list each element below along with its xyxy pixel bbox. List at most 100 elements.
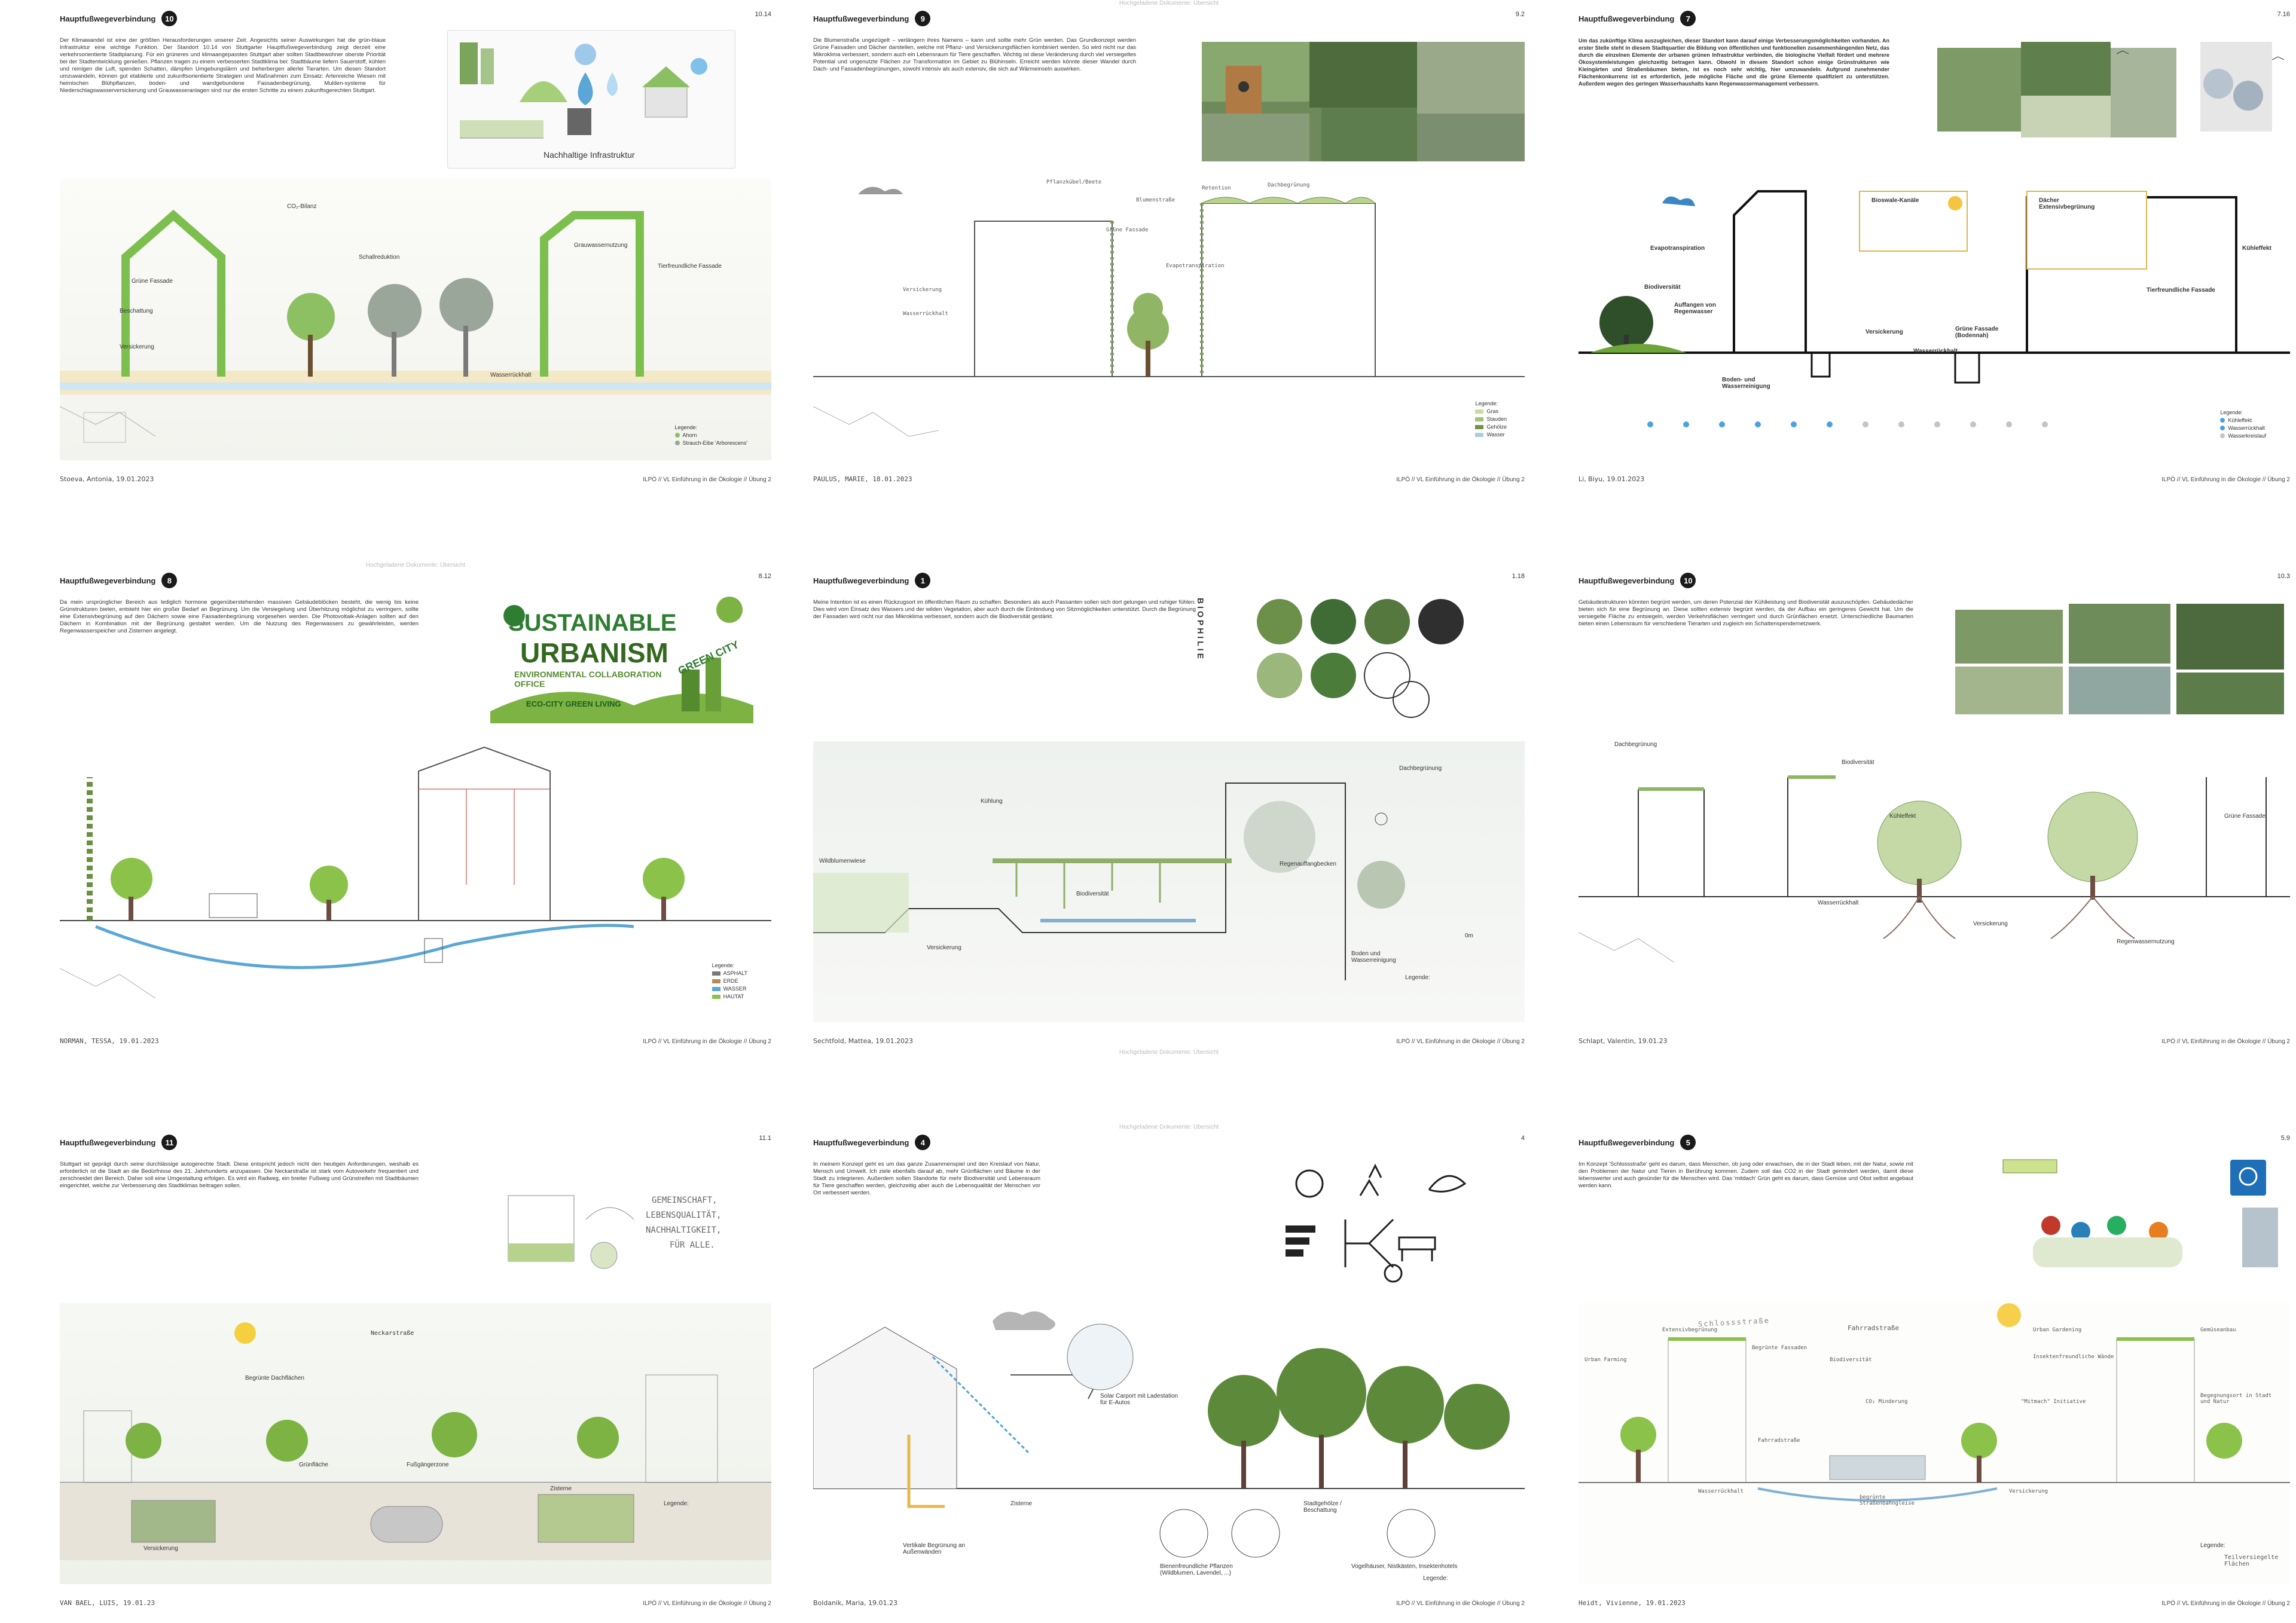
course-label: ILPÖ // VL Einführung in die Ökologie //… — [2161, 1038, 2290, 1045]
sign-bike-street: Fahrradstraße — [1848, 1324, 1900, 1332]
photo-collage — [1937, 30, 2290, 167]
panel-11-1: Hauptfußwegeverbindung 11 11.1 Stuttgart… — [60, 1124, 771, 1620]
location-badge: 7 — [1680, 11, 1696, 26]
label-green-facades: Begrünte Fassaden — [1752, 1345, 1808, 1351]
label-noise: Schallreduktion — [359, 254, 400, 261]
panel-title: Hauptfußwegeverbindung 8 — [60, 573, 178, 588]
location-badge: 1 — [915, 573, 931, 588]
panel-title: Hauptfußwegeverbindung 10 — [1578, 573, 1696, 588]
label-mitmach: "Mitmach" Initiative — [2021, 1399, 2086, 1405]
description-text: Stuttgart ist geprägt durch seine durchl… — [60, 1161, 419, 1189]
label-extensive-roof: Extensivbegrünung — [1662, 1327, 1718, 1333]
location-badge: 4 — [915, 1135, 931, 1150]
location-badge: 11 — [161, 1135, 178, 1150]
label-green-roof: Dachbegrünung — [1268, 182, 1310, 188]
label-vegetables: Gemüseanbau — [2200, 1327, 2236, 1333]
panel-title: Hauptfußwegeverbindung 10 — [60, 11, 178, 26]
street-section: Evapotranspiration Biodiversität Auffang… — [1578, 179, 2290, 460]
legend: Legende: ASPHALT ERDE WASSER HAUTAT — [712, 962, 747, 1000]
section-drawing — [60, 746, 771, 999]
label-retention: Wasserrückhalt — [1913, 348, 1958, 354]
page-number: 10.14 — [755, 11, 771, 18]
people-collage — [1979, 1154, 2290, 1291]
description-text: In meinem Konzept geht es um das ganze Z… — [813, 1161, 1040, 1196]
label-green-roof: Dachbegrünung — [1399, 765, 1442, 772]
street-section: Schlossstraße Fahrradstraße Extensivbegr… — [1578, 1303, 2290, 1584]
street-section: CO₂-Bilanz Grüne Fassade Schallreduktion… — [60, 179, 771, 460]
label-green-facade: Grüne Fassade — [2224, 813, 2266, 820]
label-bike-street: Fahrradstraße — [1758, 1438, 1800, 1444]
label-cooling: Kühlung — [981, 798, 1003, 805]
biophilia-images — [1257, 599, 1464, 718]
label-biodiversity: Biodiversität — [1076, 891, 1109, 897]
author: Boldanik, Maria, 19.01.23 — [813, 1599, 897, 1607]
photo-collage-images — [1937, 42, 2285, 137]
label-infiltration: Versickerung — [927, 945, 961, 951]
author: Sechtfold, Mattea, 19.01.2023 — [813, 1037, 914, 1045]
label-partial-sealed: Teilversiegelte Flächen — [2224, 1554, 2279, 1567]
section-drawing — [813, 1311, 1525, 1558]
section-drawing — [60, 1322, 771, 1560]
author: VAN BAEL, LUIS, 19.01.23 — [60, 1599, 155, 1607]
legend-title: Legende: — [2200, 1542, 2225, 1549]
section-drawing — [813, 783, 1405, 980]
course-label: ILPÖ // VL Einführung in die Ökologie //… — [643, 476, 771, 483]
page-number: 9.2 — [1515, 11, 1525, 18]
page-number: 5.9 — [2280, 1135, 2290, 1142]
description-text: Da mein ursprünglicher Bereich aus ledig… — [60, 599, 419, 634]
label-water-retention: Wasserrückhalt — [903, 311, 948, 317]
description-text: Um das zukünftige Klima auszugleichen, d… — [1578, 38, 1889, 87]
panel-title: Hauptfußwegeverbindung 11 — [60, 1135, 178, 1150]
panel-4: Hauptfußwegeverbindung 4 4 In meinem Kon… — [813, 1124, 1525, 1620]
photo-collage-images — [1955, 604, 2284, 714]
label-retention: Retention — [1202, 185, 1231, 191]
page-number: 4 — [1521, 1135, 1525, 1142]
label-pedestrian: Fußgängerzone — [407, 1462, 449, 1468]
course-label: ILPÖ // VL Einführung in die Ökologie //… — [643, 1600, 771, 1607]
author: Stoeva, Antonia, 19.01.2023 — [60, 475, 154, 483]
course-label: ILPÖ // VL Einführung in die Ökologie //… — [2161, 1600, 2290, 1607]
scale-label: 0m — [1465, 933, 1473, 939]
sustainable-urbanism-graphic: SUSTAINABLE URBANISM ENVIRONMENTAL COLLA… — [478, 592, 759, 729]
label-animal-facade: Tierfreundliche Fassade — [2147, 287, 2215, 294]
page-number: 11.1 — [759, 1135, 771, 1142]
street-section: Neckarstraße Fußgängerzone Begrünte Dach… — [60, 1303, 771, 1584]
biophilie-word: BIOPHILIE — [1196, 598, 1205, 662]
panel-7-16: Hauptfußwegeverbindung 7 7.16 Um das zuk… — [1578, 0, 2290, 496]
description-text: Gebäudestrukturen könnten begrünt werden… — [1578, 599, 1913, 627]
location-badge: 9 — [915, 11, 931, 26]
collage-title: Nachhaltige Infrastruktur — [544, 150, 635, 160]
label-biodiversity: Biodiversität — [1830, 1357, 1872, 1363]
label-greywater: Grauwassernutzung — [574, 242, 628, 249]
author: NORMAN, TESSA, 19.01.2023 — [60, 1037, 159, 1045]
legend-title: Legende: — [1423, 1575, 1448, 1582]
label-blumenstrasse: Blumenstraße — [1136, 197, 1176, 203]
section-drawing — [1578, 190, 2290, 427]
author: Heidt, Vivienne, 19.01.2023 — [1578, 1599, 1686, 1607]
legend-title: Legende: — [664, 1500, 689, 1507]
photo-collage — [1202, 30, 1525, 167]
brand-urbanism: URBANISM — [520, 637, 668, 668]
course-label: ILPÖ // VL Einführung in die Ökologie //… — [1396, 1038, 1525, 1045]
panel-title: Hauptfußwegeverbindung 7 — [1578, 11, 1696, 26]
word-sustainability: NACHHALTIGKEIT, — [646, 1225, 722, 1235]
label-infiltration: Versickerung — [1973, 921, 2008, 927]
community-sketch-drawing — [508, 1195, 634, 1269]
label-rain-basin: Regenauffangbecken — [1280, 861, 1336, 867]
course-label: ILPÖ // VL Einführung in die Ökologie //… — [643, 1038, 771, 1045]
panel-title: Hauptfußwegeverbindung 1 — [813, 573, 931, 588]
location-badge: 10 — [1680, 573, 1696, 588]
label-co2-reduction: CO₂ Minderung — [1866, 1399, 1908, 1405]
description-text: Meine Intention ist es einen Rückzugsort… — [813, 599, 1196, 620]
label-cistern: Zisterne — [550, 1486, 572, 1492]
word-quality: LEBENSQUALITÄT, — [646, 1211, 722, 1220]
location-badge: 8 — [161, 573, 178, 588]
location-badge: 5 — [1680, 1135, 1696, 1150]
panel-title: Hauptfußwegeverbindung 4 — [813, 1135, 931, 1150]
label-urban-gardening: Urban Gardening — [2033, 1327, 2082, 1333]
label-cooling: Kühleffekt — [1889, 813, 1916, 820]
label-insect-walls: Insektenfreundliche Wände — [2033, 1354, 2114, 1360]
legend: Legende: Ahorn Strauch-Eibe 'Arborescens… — [674, 424, 747, 446]
panel-10-14: Hauptfußwegeverbindung 10 10.14 Der Klim… — [60, 0, 771, 496]
label-biodiversity: Biodiversität — [1842, 759, 1874, 766]
